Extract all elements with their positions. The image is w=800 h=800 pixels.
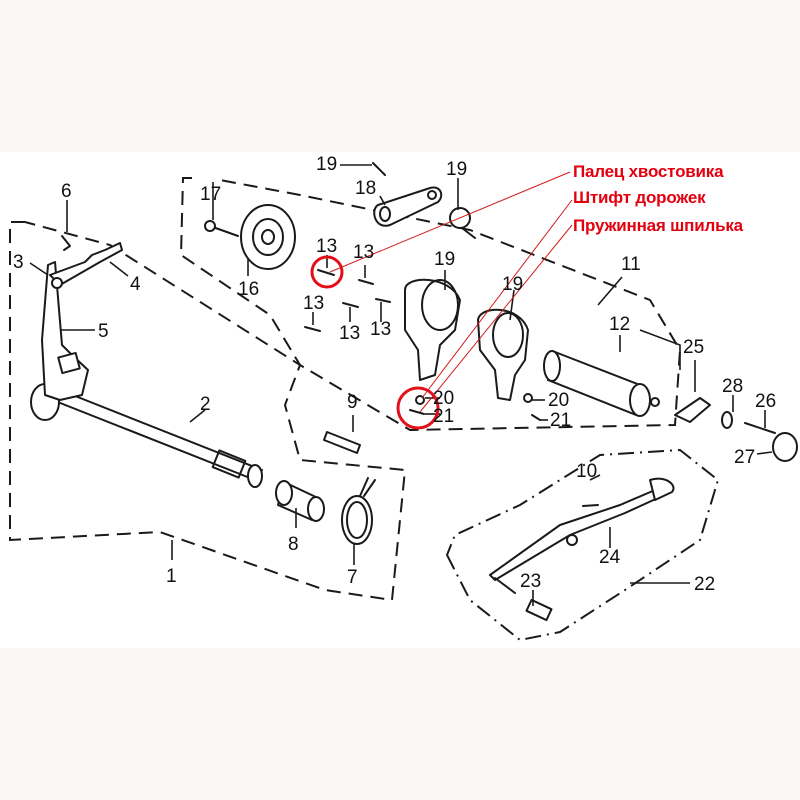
callout-2: 2 bbox=[200, 394, 211, 415]
callout-22: 22 bbox=[694, 574, 715, 595]
callout-13-c: 13 bbox=[303, 293, 324, 314]
callout-15: 17 bbox=[200, 184, 221, 205]
part-bolt-15 bbox=[204, 220, 239, 237]
part-bolt-17 bbox=[372, 162, 386, 176]
part-shift-drum bbox=[543, 350, 660, 417]
annotation-spring-pin: Пружинная шпилька bbox=[573, 216, 743, 235]
part-shift-fork-1 bbox=[404, 278, 461, 381]
callout-4: 4 bbox=[130, 274, 141, 295]
leader-shtift bbox=[421, 199, 573, 399]
highlight-circle-13 bbox=[310, 255, 344, 289]
callout-27: 27 bbox=[734, 447, 755, 468]
callout-20-a: 20 bbox=[433, 388, 454, 409]
callout-13-a: 13 bbox=[316, 236, 337, 257]
callout-11: 11 bbox=[621, 254, 641, 275]
part-spring-pin-21 bbox=[409, 409, 541, 421]
part-spring-18 bbox=[449, 207, 476, 239]
group-boundary-pedal bbox=[445, 448, 720, 642]
callout-leaders bbox=[29, 164, 773, 606]
annotation-leaders bbox=[310, 171, 573, 430]
part-shift-arm bbox=[41, 242, 123, 401]
callout-9: 9 bbox=[347, 392, 358, 413]
callout-6: 6 bbox=[61, 181, 72, 202]
callout-19-a: 19 bbox=[434, 249, 455, 270]
callout-17: 19 bbox=[316, 154, 337, 175]
leader-palets bbox=[329, 171, 571, 273]
callout-13-e: 13 bbox=[370, 319, 391, 340]
part-bolt-26 bbox=[744, 422, 776, 434]
callout-18: 19 bbox=[446, 159, 467, 180]
highlight-circle-20-21 bbox=[396, 386, 440, 430]
callout-12: 12 bbox=[609, 314, 630, 335]
callout-3: 3 bbox=[13, 252, 24, 273]
part-stopper-arm bbox=[373, 186, 443, 227]
part-pedal-rubber bbox=[525, 598, 553, 622]
part-bolt-10 bbox=[582, 504, 599, 507]
callout-14: 16 bbox=[238, 279, 259, 300]
callout-20-b: 20 bbox=[548, 390, 569, 411]
part-pin-9 bbox=[323, 431, 361, 454]
callout-28: 28 bbox=[722, 376, 743, 397]
callout-13-b: 13 bbox=[353, 242, 374, 263]
part-plate-14 bbox=[240, 204, 296, 270]
part-shift-fork-2 bbox=[477, 308, 529, 401]
part-cap-27 bbox=[772, 432, 798, 462]
callout-24: 24 bbox=[599, 547, 621, 568]
part-small-spring-6 bbox=[61, 235, 71, 251]
part-shift-pedal bbox=[489, 477, 675, 594]
part-pins-13 bbox=[304, 269, 391, 332]
part-plate-25 bbox=[674, 397, 711, 423]
callout-19-b: 19 bbox=[502, 274, 523, 295]
callout-21-b: 21 bbox=[550, 410, 571, 431]
callout-7: 7 bbox=[347, 567, 358, 588]
callout-13-d: 13 bbox=[339, 323, 360, 344]
callout-8: 8 bbox=[288, 534, 299, 555]
boundary-11 bbox=[179, 177, 682, 432]
callout-10: 10 bbox=[576, 461, 597, 482]
callout-16: 18 bbox=[355, 178, 376, 199]
part-torsion-spring bbox=[341, 477, 376, 545]
callout-25: 25 bbox=[683, 337, 704, 358]
boundary-22 bbox=[445, 448, 720, 642]
annotation-tail-pin: Палец хвостовика bbox=[573, 162, 724, 181]
part-washer-28 bbox=[721, 411, 733, 429]
callout-21-a: 21 bbox=[433, 406, 454, 427]
leader-shpilka bbox=[419, 224, 573, 413]
part-bushing bbox=[275, 480, 325, 522]
callout-26: 26 bbox=[755, 391, 776, 412]
callout-5: 5 bbox=[98, 321, 109, 342]
callout-1: 1 bbox=[166, 566, 177, 587]
callout-23: 23 bbox=[520, 571, 541, 592]
annotation-track-pin: Штифт дорожек bbox=[573, 188, 706, 207]
group-boundary-drum bbox=[179, 177, 682, 432]
callout-numbers: 6 3 4 5 2 1 8 7 9 17 16 19 18 19 13 13 1… bbox=[13, 154, 776, 595]
